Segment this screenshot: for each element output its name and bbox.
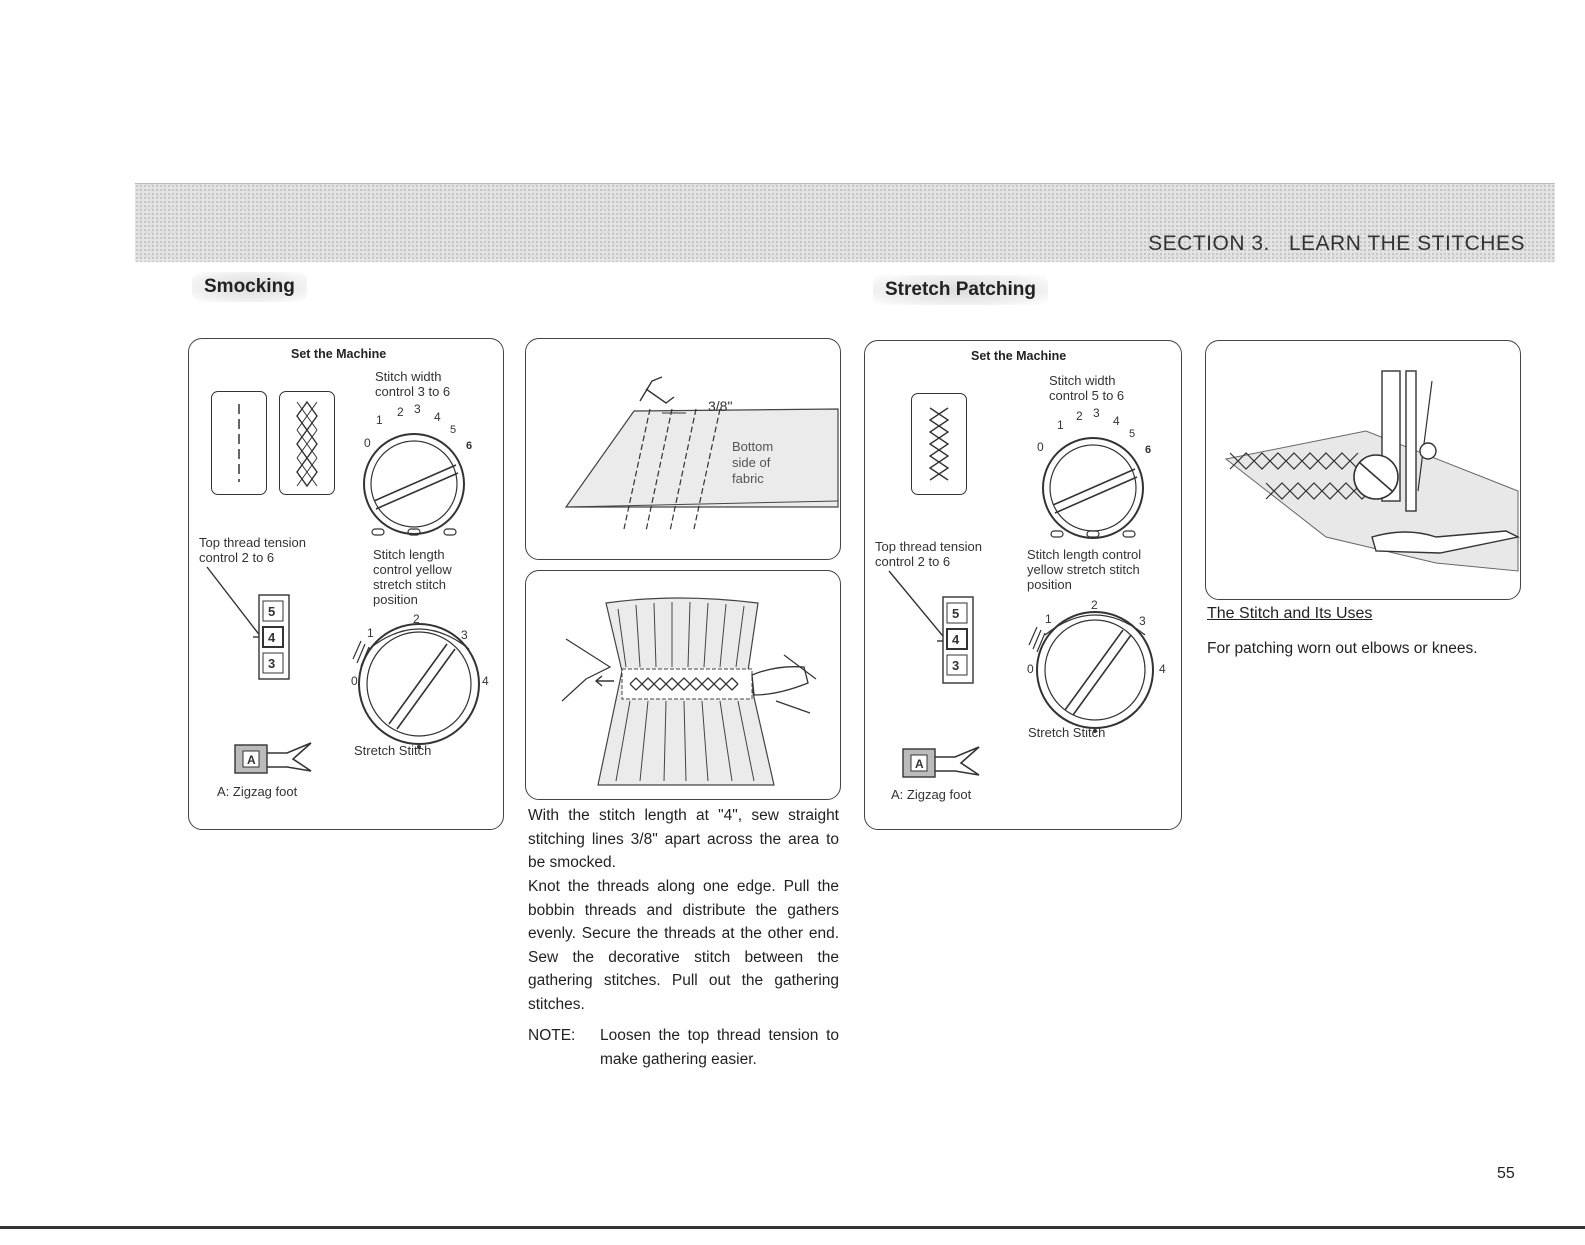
svg-text:2: 2 xyxy=(1091,598,1098,612)
svg-text:3: 3 xyxy=(414,402,421,416)
note-label: NOTE: xyxy=(528,1027,576,1044)
stretch-stitch-label: Stretch Stitch xyxy=(1028,725,1106,740)
settings-title: Set the Machine xyxy=(291,347,387,361)
stretch-stitch-label: Stretch Stitch xyxy=(354,743,432,758)
svg-text:1: 1 xyxy=(1057,418,1064,432)
svg-text:4: 4 xyxy=(952,632,960,647)
thread-tension-control: 5 4 3 xyxy=(888,570,974,684)
stitch-width-dial: 0 1 2 3 4 5 6 xyxy=(1037,406,1151,539)
foot-label: A: Zigzag foot xyxy=(217,784,298,799)
stretch-stitch-pattern-icon xyxy=(911,393,967,495)
svg-text:6: 6 xyxy=(466,440,472,452)
svg-text:A: A xyxy=(247,753,256,767)
svg-text:1: 1 xyxy=(367,626,374,640)
svg-text:5: 5 xyxy=(268,604,275,619)
callout-line-1: Bottom xyxy=(732,439,773,454)
svg-text:4: 4 xyxy=(482,674,489,688)
svg-text:5: 5 xyxy=(450,424,456,436)
svg-text:2: 2 xyxy=(1076,409,1083,423)
foot-label: A: Zigzag foot xyxy=(891,787,972,802)
svg-text:1: 1 xyxy=(376,413,383,427)
measure-label: 3/8" xyxy=(708,398,732,414)
page-number: 55 xyxy=(1497,1165,1515,1182)
svg-text:4: 4 xyxy=(434,410,441,424)
svg-text:3: 3 xyxy=(1139,614,1146,628)
smocking-heading: Smocking xyxy=(192,272,307,302)
zigzag-foot-icon: A xyxy=(902,746,980,778)
svg-text:0: 0 xyxy=(1027,662,1034,676)
svg-text:A: A xyxy=(915,757,924,771)
svg-text:3: 3 xyxy=(268,656,275,671)
uses-text: For patching worn out elbows or knees. xyxy=(1207,640,1478,657)
straight-stitch-icon xyxy=(211,391,267,495)
callout-line-2: side of xyxy=(732,455,771,470)
settings-title: Set the Machine xyxy=(971,349,1067,363)
bottom-rule xyxy=(0,1226,1585,1229)
patching-figure xyxy=(1205,340,1521,600)
svg-text:3: 3 xyxy=(1093,406,1100,420)
svg-text:2: 2 xyxy=(397,405,404,419)
stitch-length-dial: 0 1 2 3 4 xyxy=(351,612,489,749)
thread-tension-control: 5 4 3 xyxy=(206,566,290,680)
smocking-figure-gathered xyxy=(525,570,841,800)
svg-text:0: 0 xyxy=(351,674,358,688)
svg-text:5: 5 xyxy=(952,606,959,621)
svg-text:3: 3 xyxy=(461,628,468,642)
svg-text:1: 1 xyxy=(1045,612,1052,626)
svg-text:4: 4 xyxy=(1113,414,1120,428)
stitch-length-dial: 0 1 2 3 4 xyxy=(1027,598,1166,733)
svg-text:4: 4 xyxy=(268,630,276,645)
note-text: Loosen the top thread tension to make ga… xyxy=(600,1027,839,1068)
smocking-stitch-icon xyxy=(279,391,335,495)
section-header-band: SECTION 3. LEARN THE STITCHES xyxy=(135,183,1555,262)
svg-text:6: 6 xyxy=(1145,444,1151,456)
svg-text:0: 0 xyxy=(364,436,371,450)
instructions-para-1: With the stitch length at "4", sew strai… xyxy=(528,807,839,871)
svg-text:4: 4 xyxy=(1159,662,1166,676)
svg-text:2: 2 xyxy=(413,612,420,626)
note: NOTE: Loosen the top thread tension to m… xyxy=(528,1024,839,1071)
instructions-para-2: Knot the threads along one edge. Pull th… xyxy=(528,878,839,1013)
stretch-patching-heading: Stretch Patching xyxy=(873,275,1048,305)
stitch-width-dial: 0 1 2 3 4 5 6 xyxy=(363,402,472,536)
svg-text:3: 3 xyxy=(952,658,959,673)
svg-text:0: 0 xyxy=(1037,440,1044,454)
section-title: SECTION 3. LEARN THE STITCHES xyxy=(1148,232,1525,255)
callout-line-3: fabric xyxy=(732,471,764,486)
uses-title: The Stitch and Its Uses xyxy=(1207,605,1373,622)
smocking-figure-stitching-lines: 3/8" Bottom side of fabric xyxy=(525,338,841,560)
svg-text:5: 5 xyxy=(1129,428,1135,440)
zigzag-foot-icon: A xyxy=(234,742,312,774)
